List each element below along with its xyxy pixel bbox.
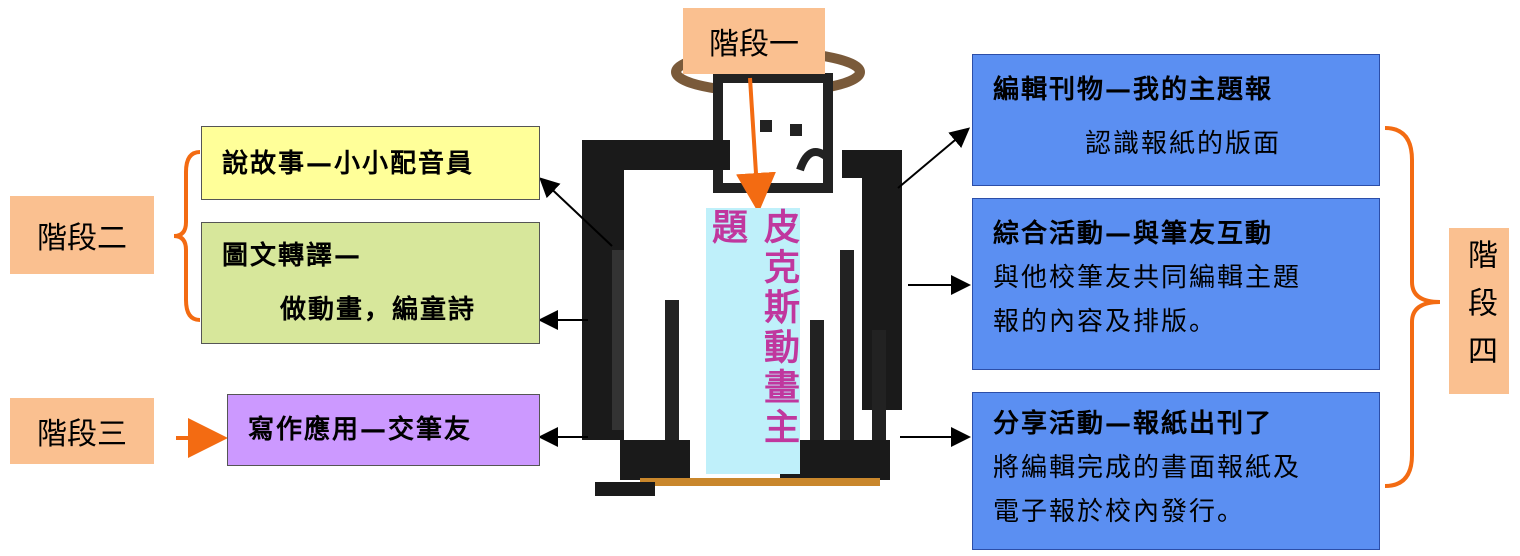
edit-box: 編輯刊物—我的主題報 認識報紙的版面 [972, 54, 1380, 186]
transfer-box: 圖文轉譯— 做動畫，編童詩 [201, 222, 540, 344]
edit-box-title: 編輯刊物—我的主題報 [993, 75, 1274, 105]
story-box-text: 說故事—小小配音員 [222, 149, 475, 179]
stage-four-brace [1384, 126, 1441, 488]
writing-box-text: 寫作應用—交筆友 [248, 415, 473, 445]
stage-one-arrow [736, 77, 776, 213]
share-box-line2: 電子報於校內發行。 [993, 497, 1246, 527]
writing-box: 寫作應用—交筆友 [227, 394, 540, 466]
stage-four-label: 階段四 [1449, 228, 1509, 394]
share-box-line1: 將編輯完成的書面報紙及 [993, 453, 1302, 483]
story-box: 說故事—小小配音員 [201, 126, 540, 200]
stage-three-label: 階段三 [10, 398, 154, 464]
transfer-box-line1: 圖文轉譯— [222, 241, 363, 271]
combined-box-title: 綜合活動—與筆友互動 [993, 219, 1274, 249]
share-box-title: 分享活動—報紙出刊了 [993, 409, 1274, 439]
share-box: 分享活動—報紙出刊了 將編輯完成的書面報紙及 電子報於校內發行。 [972, 392, 1380, 550]
combined-box-line1: 與他校筆友共同編輯主題 [993, 263, 1302, 293]
combined-box: 綜合活動—與筆友互動 與他校筆友共同編輯主題 報的內容及排版。 [972, 198, 1380, 370]
combined-box-line2: 報的內容及排版。 [993, 307, 1218, 337]
stage-two-label: 階段二 [10, 196, 154, 274]
arrow-to-edit [897, 127, 971, 189]
arrow-to-story [539, 177, 613, 247]
stage-one-label: 階段一 [683, 8, 825, 74]
stage-two-brace [173, 150, 201, 322]
center-title: 皮克斯動畫主題 [706, 208, 800, 474]
transfer-box-line2: 做動畫，編童詩 [280, 295, 477, 325]
edit-box-sub: 認識報紙的版面 [1085, 129, 1282, 159]
